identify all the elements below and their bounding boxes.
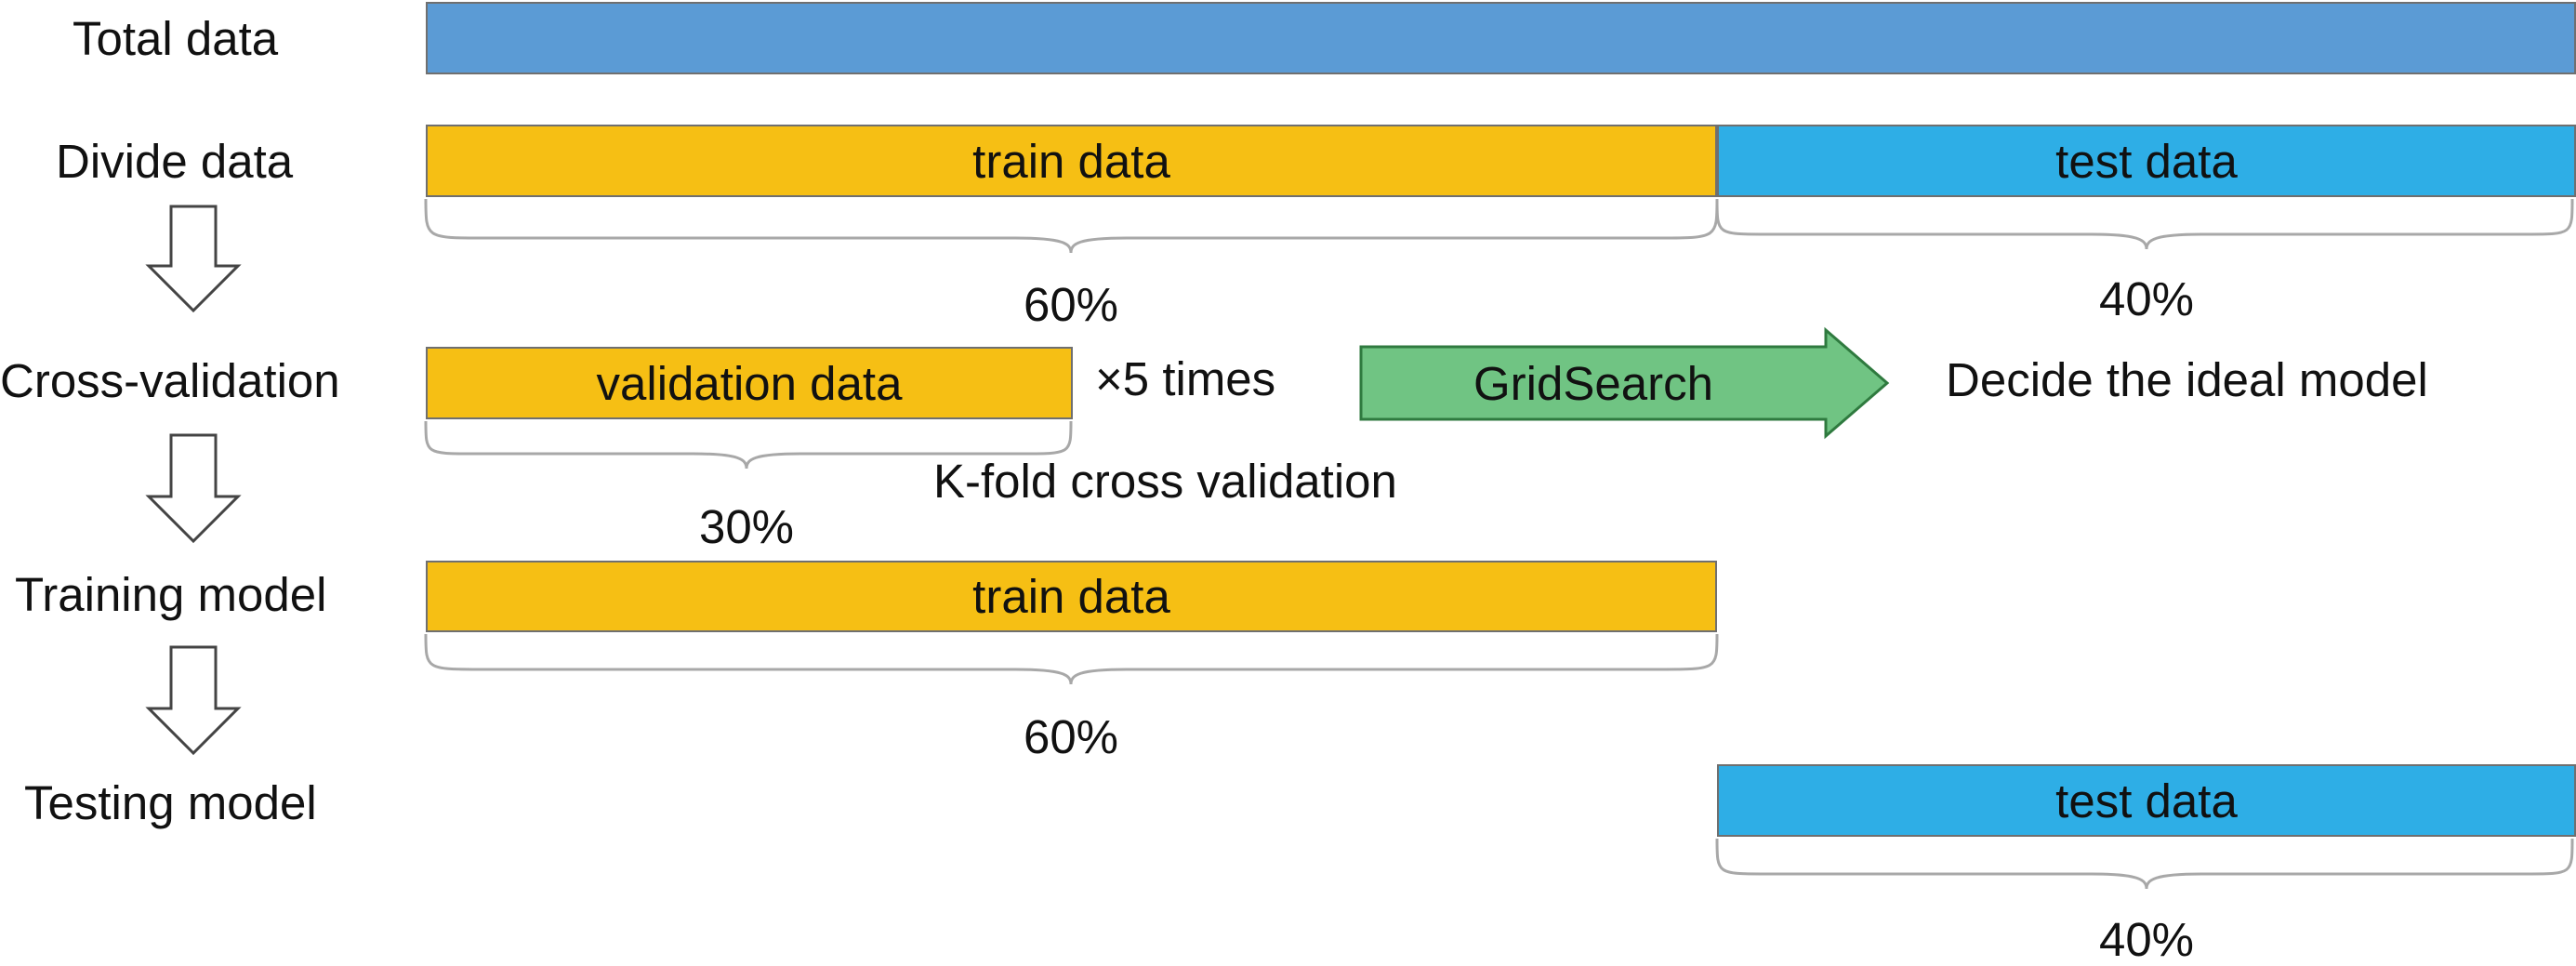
brace-test-divide xyxy=(1715,198,2574,250)
step-label-testing-model: Testing model xyxy=(24,776,317,829)
train-data-bar-divide: train data xyxy=(426,125,1717,197)
ideal-model-label: Decide the ideal model xyxy=(1946,353,2428,406)
step-label-training-model: Training model xyxy=(15,568,327,621)
train-data-bar-training: train data xyxy=(426,561,1717,632)
gridsearch-arrow-icon xyxy=(1359,326,1890,440)
repeat-times-label: ×5 times xyxy=(1095,352,1276,405)
down-arrow-icon xyxy=(145,205,242,313)
step-label-cross-validation: Cross-validation xyxy=(0,354,340,407)
total-data-bar xyxy=(426,2,2576,74)
brace-train-divide xyxy=(424,198,1719,254)
k-fold-label: K-fold cross validation xyxy=(933,455,1397,508)
step-label-divide-data: Divide data xyxy=(56,135,294,188)
validation-data-bar: validation data xyxy=(426,347,1073,419)
step-label-total-data: Total data xyxy=(73,12,279,65)
train-percent-training: 60% xyxy=(1023,710,1119,763)
test-percent-divide: 40% xyxy=(2098,272,2195,325)
gridsearch-label: GridSearch xyxy=(1473,357,1713,410)
validation-percent: 30% xyxy=(698,500,795,553)
train-percent-divide: 60% xyxy=(1023,278,1119,331)
brace-train-training xyxy=(424,633,1719,685)
test-percent-testing: 40% xyxy=(2098,913,2195,966)
test-data-bar-divide: test data xyxy=(1717,125,2576,197)
brace-validation xyxy=(424,420,1073,470)
brace-test-testing xyxy=(1715,838,2574,890)
down-arrow-icon xyxy=(145,645,242,756)
down-arrow-icon xyxy=(145,433,242,544)
test-data-bar-testing: test data xyxy=(1717,764,2576,837)
